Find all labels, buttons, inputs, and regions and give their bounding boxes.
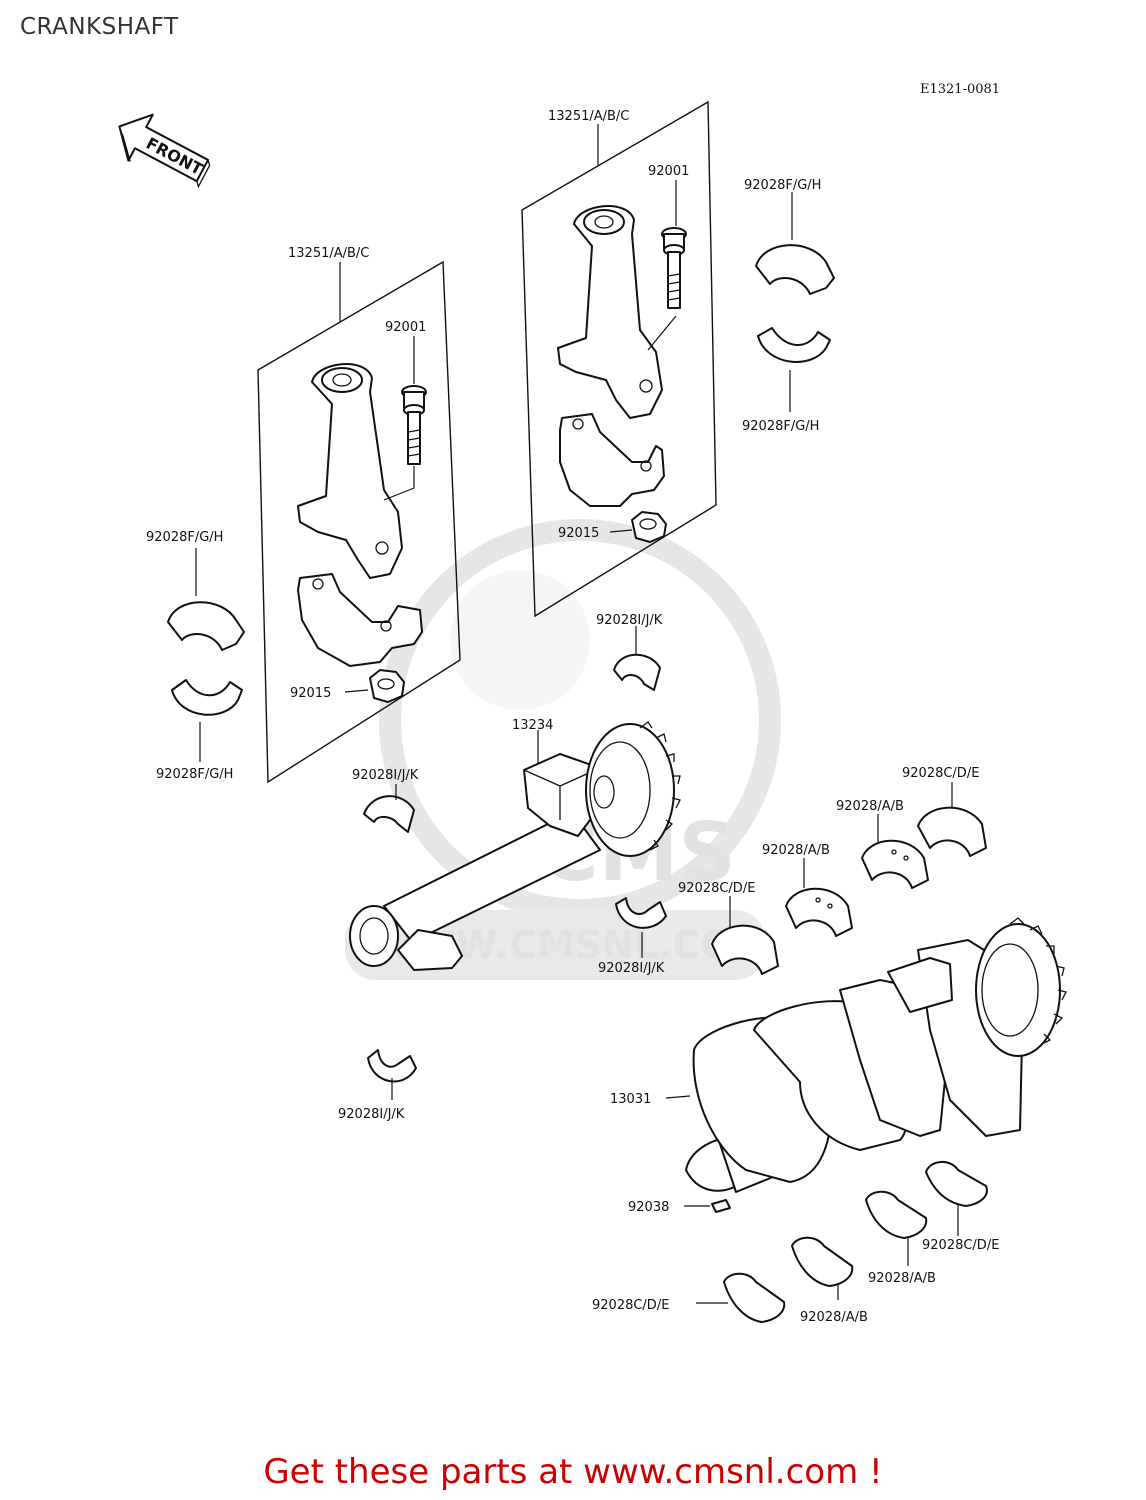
callout-main-bearing-cde-4: 92028C/D/E (592, 1298, 669, 1313)
diagram-ref-code: E1321-0081 (920, 82, 1000, 97)
balancer-bearing-4: 92028I/J/K (338, 1049, 417, 1122)
callout-main-bearing-ab-3: 92028/A/B (868, 1271, 936, 1286)
main-bearing-cde-4: 92028C/D/E (592, 1272, 786, 1323)
main-bearing-cde-1: 92028C/D/E (902, 766, 987, 857)
callout-bearing-left-lower: 92028F/G/H (156, 767, 233, 782)
callout-main-bearing-cde-3: 92028C/D/E (922, 1238, 999, 1253)
callout-conrod-right-assy: 13251/A/B/C (548, 109, 629, 124)
balancer-bearing-2: 92028I/J/K (352, 768, 419, 833)
callout-main-bearing-ab-4: 92028/A/B (800, 1310, 868, 1325)
bearing-left-upper: 92028F/G/H (146, 530, 245, 651)
page-title: CRANKSHAFT (20, 14, 179, 40)
callout-balancer-shaft: 13234 (512, 718, 553, 733)
promo-link[interactable]: Get these parts at www.cmsnl.com ! (263, 1452, 883, 1492)
conrod-right-bolt (661, 227, 687, 309)
callout-bearing-right-upper: 92028F/G/H (744, 178, 821, 193)
callout-bearing-right-lower: 92028F/G/H (742, 419, 819, 434)
conrod-right-cap (559, 413, 665, 507)
main-bearing-ab-1: 92028/A/B (836, 799, 929, 889)
conrod-left-nut (369, 669, 405, 703)
main-bearing-ab-4: 92028/A/B (791, 1236, 868, 1325)
crankshaft-gear (975, 917, 1067, 1057)
callout-main-bearing-ab-1: 92028/A/B (836, 799, 904, 814)
callout-key: 92038 (628, 1200, 669, 1215)
conrod-left (297, 363, 403, 579)
callout-conrod-right-bolt: 92001 (648, 164, 689, 179)
balancer-bearing-1: 92028I/J/K (596, 613, 663, 691)
conrod-right-nut (631, 511, 667, 543)
callout-main-bearing-cde-1: 92028C/D/E (902, 766, 979, 781)
exploded-view-diagram: CMS WWW.CMSNL.COM E1321-0081 FRONT (118, 82, 1067, 1325)
callout-balancer-bearing-4: 92028I/J/K (338, 1107, 405, 1122)
callout-conrod-left-assy: 13251/A/B/C (288, 246, 369, 261)
callout-conrod-left-nut: 92015 (290, 686, 331, 701)
callout-balancer-bearing-2: 92028I/J/K (352, 768, 419, 783)
callout-conrod-right-nut: 92015 (558, 526, 599, 541)
bearing-right-lower: 92028F/G/H (742, 327, 831, 434)
bearing-right-upper: 92028F/G/H (744, 178, 835, 295)
callout-crankshaft: 13031 (610, 1092, 651, 1107)
crank-key: 92038 (628, 1199, 731, 1215)
conrod-right-group: 13251/A/B/C 92001 92015 (521, 100, 717, 618)
main-bearing-ab-3: 92028/A/B (865, 1190, 936, 1286)
conrod-left-group: 13251/A/B/C 92001 92015 (257, 246, 461, 784)
bearing-left-lower: 92028F/G/H (156, 679, 243, 782)
main-bearing-ab-2: 92028/A/B (762, 843, 853, 937)
callout-balancer-bearing-1: 92028I/J/K (596, 613, 663, 628)
callout-balancer-bearing-3: 92028I/J/K (598, 961, 665, 976)
front-direction-arrow: FRONT (118, 113, 211, 189)
callout-conrod-left-bolt: 92001 (385, 320, 426, 335)
balancer-shaft: 13234 (349, 718, 681, 971)
conrod-left-bolt (401, 385, 427, 465)
conrod-right (557, 205, 663, 419)
callout-main-bearing-cde-2: 92028C/D/E (678, 881, 755, 896)
main-bearing-cde-3: 92028C/D/E (922, 1161, 999, 1253)
callout-main-bearing-ab-2: 92028/A/B (762, 843, 830, 858)
conrod-left-cap (297, 573, 423, 667)
balancer-gear (585, 721, 681, 857)
callout-bearing-left-upper: 92028F/G/H (146, 530, 223, 545)
crankshaft: 13031 (610, 917, 1067, 1193)
main-bearing-cde-2: 92028C/D/E (678, 881, 779, 975)
balancer-bearing-3: 92028I/J/K (598, 897, 667, 976)
